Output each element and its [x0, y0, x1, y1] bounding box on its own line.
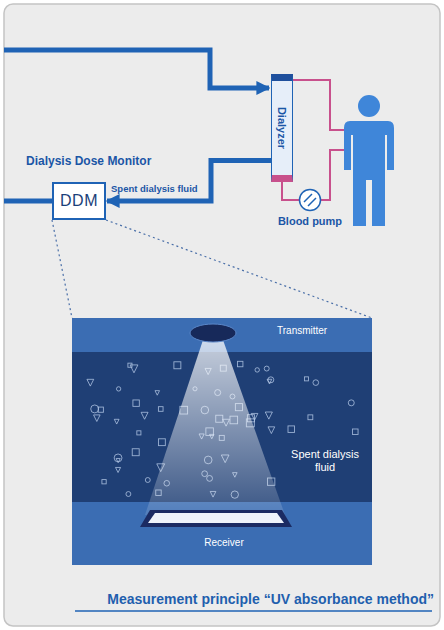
- transmitter-lens: [190, 324, 236, 342]
- ddm-box: DDM: [52, 182, 106, 220]
- receiver-plate: [140, 510, 292, 527]
- blood-connector: [282, 182, 300, 200]
- sensor-inset: Spent dialysis fluid TransmitterReceiver: [72, 318, 372, 565]
- pump-node: Blood pump: [275, 188, 345, 232]
- dialyzer-label: Dialyzer: [276, 107, 288, 149]
- uv-beam: [145, 340, 285, 515]
- fluid-label: Spent dialysis fluid: [284, 448, 366, 474]
- drain-line: [4, 199, 52, 204]
- panel: [4, 4, 440, 626]
- receiver-label-node: Receiver: [184, 537, 264, 555]
- blood-line: [293, 80, 345, 130]
- part-label: Transmitter: [277, 325, 327, 336]
- sensor-housing: [72, 318, 372, 565]
- caption: Measurement principle “UV absorbance met…: [70, 591, 434, 607]
- node-heading: Dialysis Dose Monitor: [26, 154, 151, 168]
- transmitter-label-node: Transmitter: [277, 325, 367, 343]
- device-label: DDM: [60, 192, 98, 210]
- pump-symbol: [298, 188, 322, 212]
- caption-rule: [75, 610, 432, 612]
- blood-line: [321, 150, 345, 200]
- receiver-sensor: [148, 513, 284, 523]
- part-label: Receiver: [184, 537, 264, 548]
- fresh-fluid-line: [4, 50, 269, 88]
- patient-figure: [344, 95, 394, 226]
- dialyzer-box: Dialyzer: [271, 74, 293, 182]
- zoom-leader: [52, 220, 372, 318]
- pump-label: Blood pump: [275, 215, 345, 227]
- edge-label: Spent dialysis fluid: [111, 183, 198, 194]
